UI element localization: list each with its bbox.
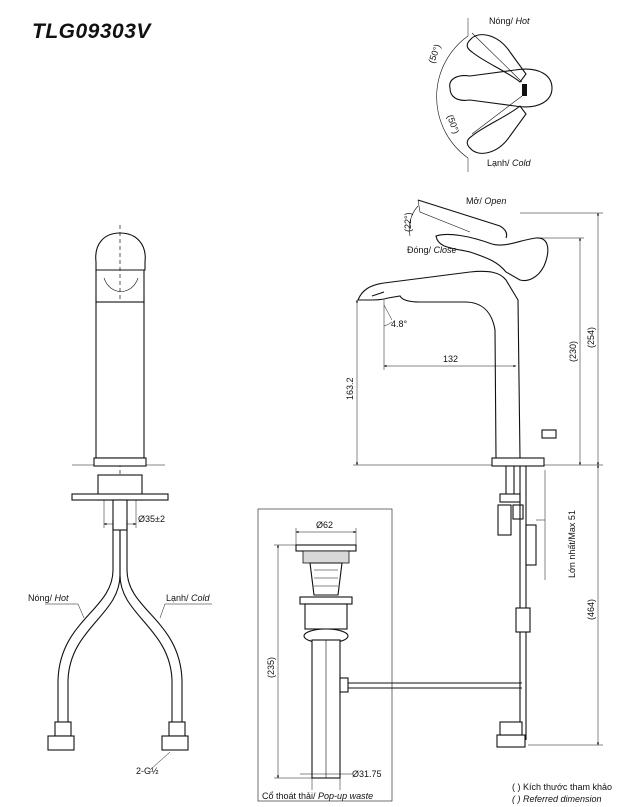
- hot-label-front: Nóng/ Hot: [28, 593, 69, 603]
- reach-label: 132: [443, 354, 458, 364]
- faucet-front-view: Ø35±2 Nóng/ Hot Lạnh/ Cold 2-G½: [28, 225, 212, 776]
- cold-label-front: Lạnh/ Cold: [166, 593, 211, 603]
- total-height-label: (254): [586, 327, 596, 348]
- legend: ( ) Kích thước tham khảo ( ) Referred di…: [512, 782, 612, 804]
- close-label: Đóng/ Close: [407, 245, 457, 255]
- open-label: Mở/ Open: [466, 196, 506, 206]
- waste-top-diameter-label: Ø62: [316, 520, 333, 530]
- waste-length-label: (235): [266, 657, 276, 678]
- legend-line-vi: ( ) Kích thước tham khảo: [512, 782, 612, 792]
- hole-diameter-label: Ø35±2: [138, 514, 165, 524]
- faucet-side-view: Mở/ Open Đóng/ Close (22°) 4.8° 132 163.…: [345, 196, 603, 748]
- model-number: TLG09303V: [32, 20, 151, 43]
- waste-caption: Cổ thoát thải/ Pop-up waste: [262, 791, 373, 801]
- waste-bottom-diameter-label: Ø31.75: [352, 769, 382, 779]
- angle-bottom-label: (50°): [445, 113, 461, 135]
- spout-angle-label: 4.8°: [391, 319, 408, 329]
- legend-line-en: ( ) Referred dimension: [512, 794, 602, 804]
- handle-top-view: Nóng/ Hot Lạnh/ Cold (50°) (50°): [426, 16, 553, 172]
- body-height-label: (230): [568, 341, 578, 362]
- hot-label-top: Nóng/ Hot: [489, 16, 530, 26]
- spout-height-label: 163.2: [345, 377, 355, 400]
- angle-top-label: (50°): [426, 43, 442, 65]
- open-angle-label: (22°): [403, 212, 413, 232]
- popup-waste-view: Ø62 (235) Ø31.75 Cổ thoát thải/ Pop-up w…: [257, 508, 522, 802]
- cold-label-top: Lạnh/ Cold: [487, 158, 532, 168]
- max-thickness-label: Lớn nhất/Max 51: [567, 510, 577, 578]
- thread-label: 2-G½: [136, 766, 159, 776]
- below-counter-label: (464): [586, 599, 596, 620]
